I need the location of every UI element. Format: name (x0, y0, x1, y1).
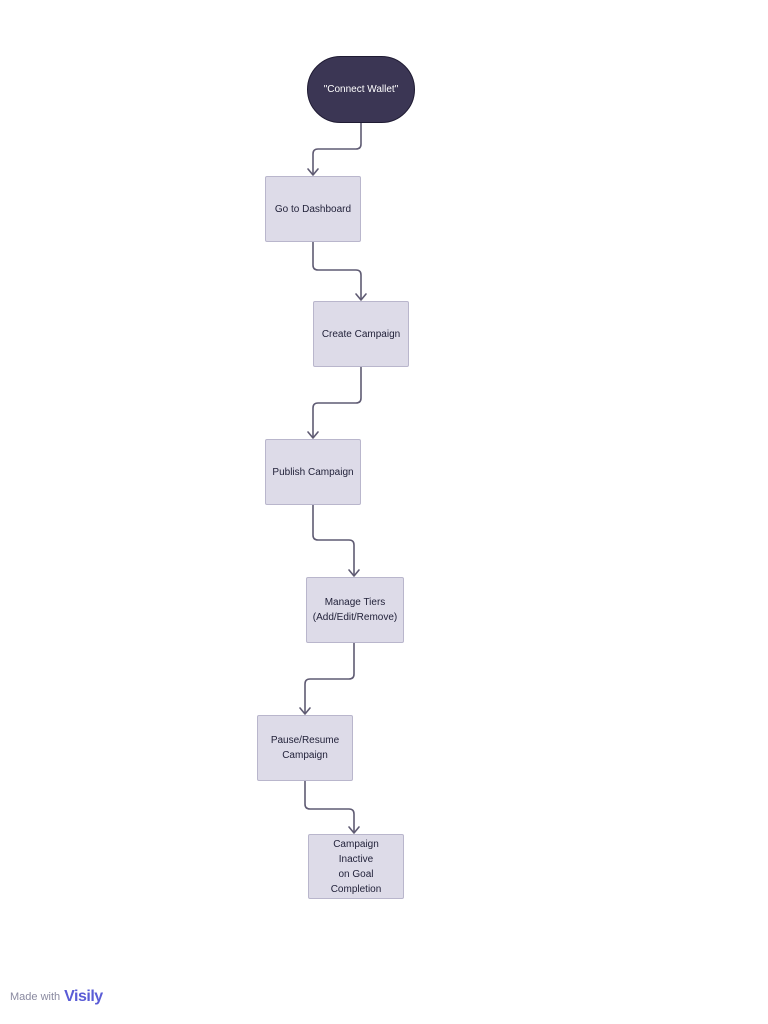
arrow-head-pause-resume (299, 707, 311, 715)
arrow-head-dashboard (307, 168, 319, 176)
edge-create-to-publish-campaign (312, 367, 362, 438)
node-go-to-dashboard: Go to Dashboard (265, 176, 361, 242)
edge-manage-tiers-to-pause-resume (304, 643, 355, 714)
edge-connect-wallet-to-dashboard (312, 123, 362, 175)
made-with-visily-watermark: Made with Visily (10, 988, 103, 1006)
edge-publish-to-manage-tiers (312, 505, 355, 576)
node-create-campaign: Create Campaign (313, 301, 409, 367)
arrow-head-publish-campaign (307, 431, 319, 439)
edge-pause-resume-to-inactive (304, 781, 355, 833)
node-connect-wallet: "Connect Wallet" (307, 56, 415, 123)
node-campaign-inactive: Campaign Inactive on Goal Completion (308, 834, 404, 899)
visily-logo: Visily (64, 988, 103, 1005)
arrow-head-create-campaign (355, 293, 367, 301)
node-publish-campaign: Publish Campaign (265, 439, 361, 505)
watermark-text: Made with (10, 991, 61, 1003)
edge-dashboard-to-create-campaign (312, 242, 362, 300)
node-manage-tiers: Manage Tiers (Add/Edit/Remove) (306, 577, 404, 643)
arrow-head-inactive (348, 826, 360, 834)
arrow-head-manage-tiers (348, 569, 360, 577)
node-pause-resume-campaign: Pause/Resume Campaign (257, 715, 353, 781)
